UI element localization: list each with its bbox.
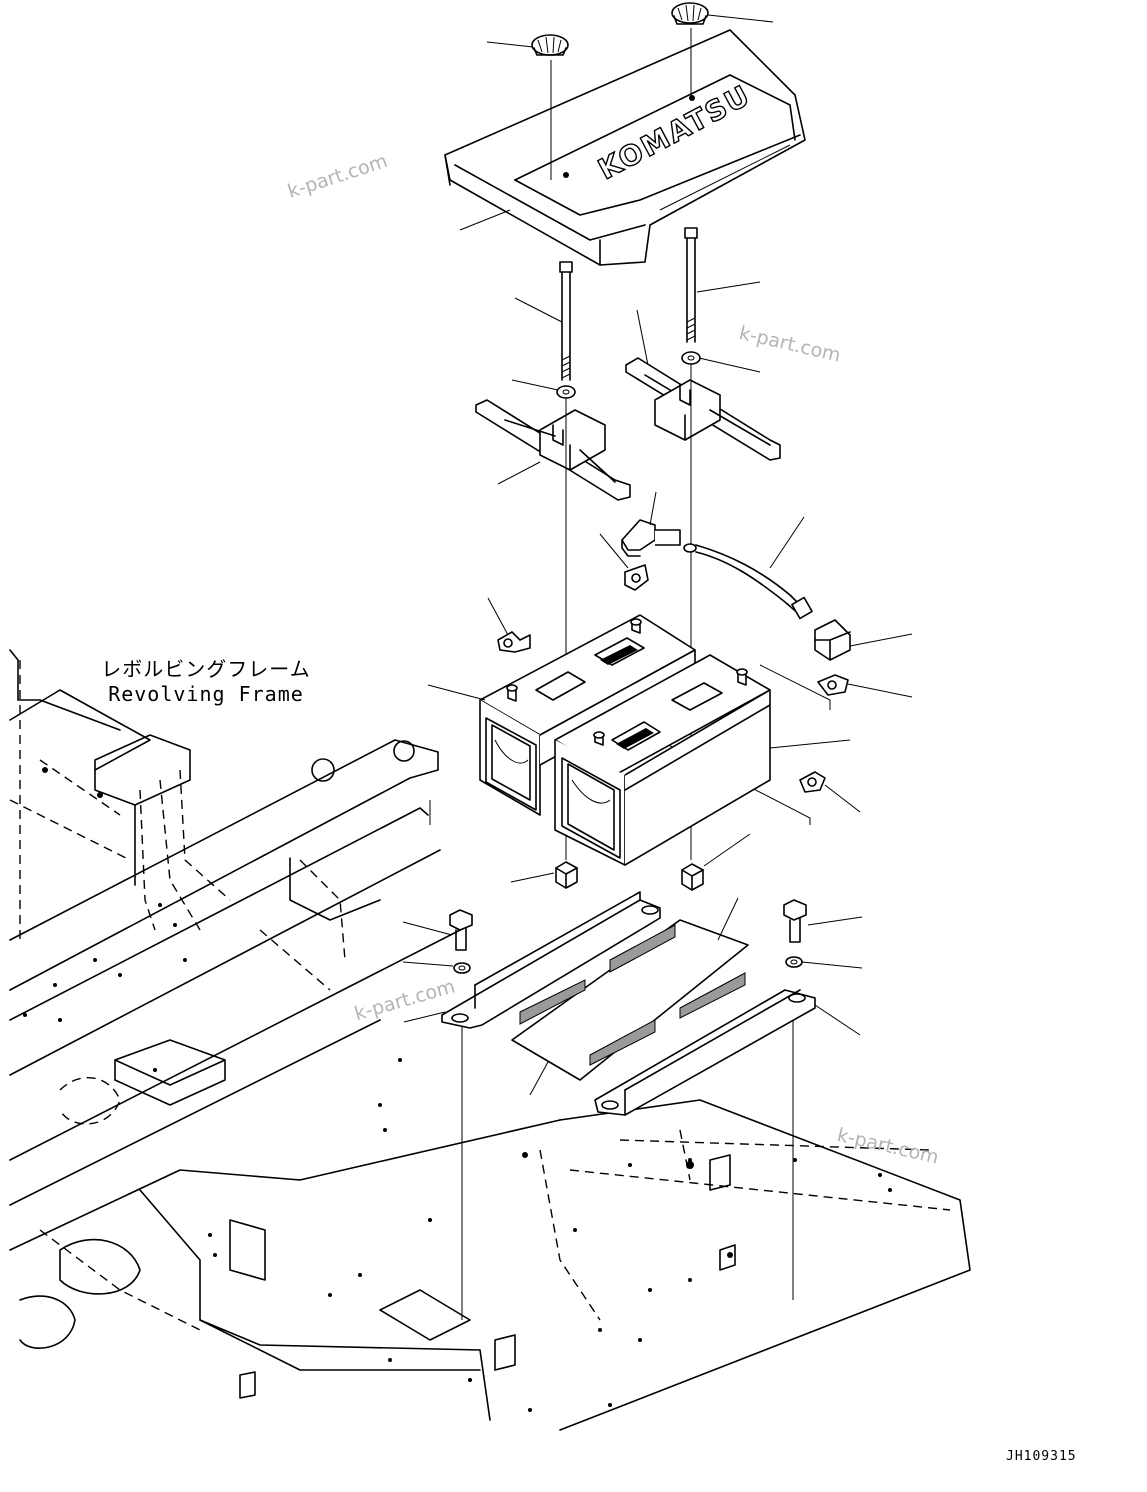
revolving-frame: [9, 649, 971, 1431]
cover-cap-left: [531, 34, 569, 56]
mount-bolt-left: [449, 909, 473, 974]
frame-rivets: [23, 767, 892, 1412]
terminal-clamp-lower: [799, 771, 826, 793]
battery-cover: KOMATSU: [444, 29, 806, 266]
frame-label-japanese: レボルビングフレーム: [101, 657, 311, 681]
battery-right: [554, 654, 771, 866]
battery-bolt-right: [684, 227, 698, 343]
spacer-block-left: [555, 861, 578, 889]
battery-bolt-left: [559, 261, 573, 381]
frame-label-english: Revolving Frame: [108, 682, 304, 706]
battery-tray-plate: [511, 919, 749, 1081]
washer-left: [556, 385, 576, 399]
spacer-block-right: [681, 863, 704, 891]
terminal-clamp-left: [497, 631, 531, 653]
battery-cable: [683, 543, 813, 620]
terminal-cover-right: [814, 619, 851, 661]
terminal-clamp-right: [817, 674, 849, 696]
drawing-number: JH109315: [1006, 1449, 1077, 1464]
leader-lines: [402, 14, 913, 1096]
washer-right: [681, 351, 701, 365]
mount-bar-left: [441, 891, 661, 1029]
cover-cap-right: [671, 2, 709, 25]
hold-down-bracket-right: [625, 357, 781, 461]
mount-bolt-right: [783, 899, 807, 968]
terminal-cover-top: [621, 519, 681, 557]
mount-bar-right: [594, 989, 816, 1116]
terminal-clamp-top: [624, 564, 649, 591]
hold-down-bracket-left: [475, 399, 631, 501]
